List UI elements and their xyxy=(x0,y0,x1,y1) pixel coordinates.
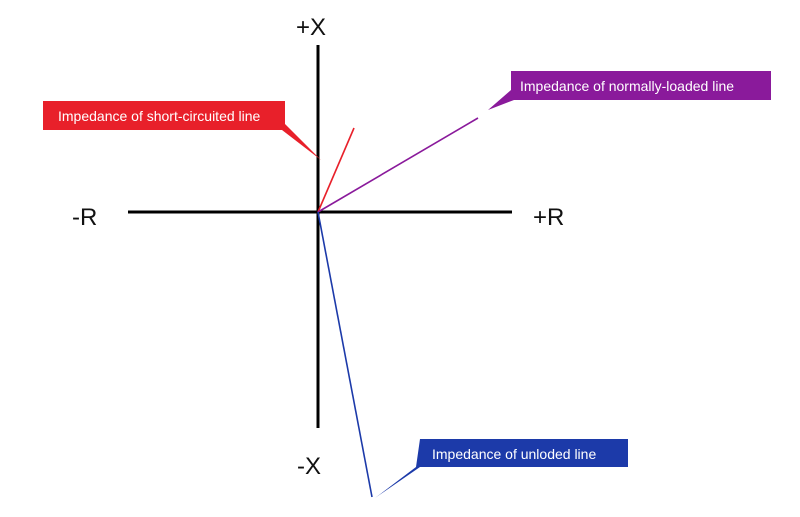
callout-unloaded: Impedance of unloded line xyxy=(375,439,628,498)
unloaded-vector xyxy=(317,211,373,498)
callout-unloaded-label: Impedance of unloded line xyxy=(432,446,596,462)
callout-normally-loaded: Impedance of normally-loaded line xyxy=(488,71,771,110)
axis-label-negative-r: -R xyxy=(72,204,97,231)
axis-label-negative-x: -X xyxy=(297,453,321,480)
callout-normally-loaded-box xyxy=(488,71,771,110)
short-circuited-vector xyxy=(317,127,355,213)
callout-short-circuited: Impedance of short-circuited line xyxy=(43,101,321,160)
callout-unloaded-box xyxy=(375,439,628,498)
callout-normally-loaded-label: Impedance of normally-loaded line xyxy=(520,78,734,94)
normally-loaded-vector xyxy=(317,117,479,213)
axis-label-positive-x: +X xyxy=(296,14,326,41)
callout-short-circuited-label: Impedance of short-circuited line xyxy=(58,108,261,124)
callout-short-circuited-box xyxy=(43,101,321,160)
axis-label-positive-r: +R xyxy=(533,204,564,231)
